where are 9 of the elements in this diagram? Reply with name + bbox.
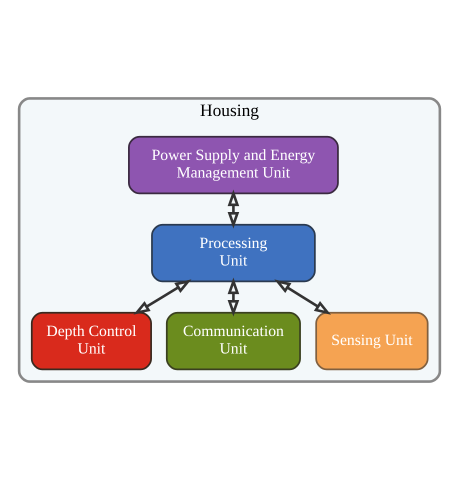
node-box: Sensing Unit	[315, 312, 429, 370]
arrow	[228, 190, 240, 229]
node-box: Communication Unit	[166, 312, 301, 370]
node-box: Power Supply and Energy Management Unit	[128, 136, 339, 194]
arrow	[133, 279, 192, 315]
node-box: Processing Unit	[151, 224, 316, 282]
node-box: Depth Control Unit	[30, 312, 152, 370]
arrow	[274, 279, 332, 315]
arrow	[228, 278, 240, 317]
